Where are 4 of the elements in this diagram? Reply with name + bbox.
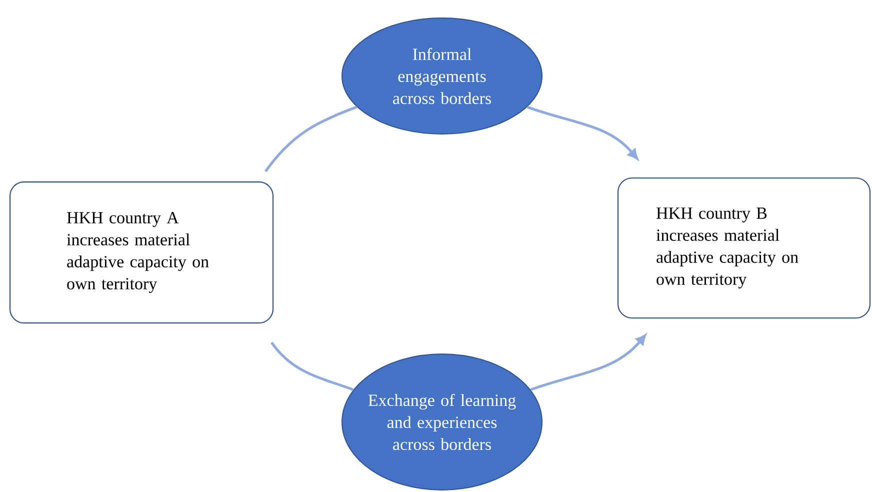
text-box: HKH country A increases material adaptive capacity on own territory xyxy=(9,181,274,324)
arrow xyxy=(526,106,638,160)
arrow xyxy=(530,334,646,391)
text-box: HKH country B increases material adaptive capacity on own territory xyxy=(617,177,871,319)
